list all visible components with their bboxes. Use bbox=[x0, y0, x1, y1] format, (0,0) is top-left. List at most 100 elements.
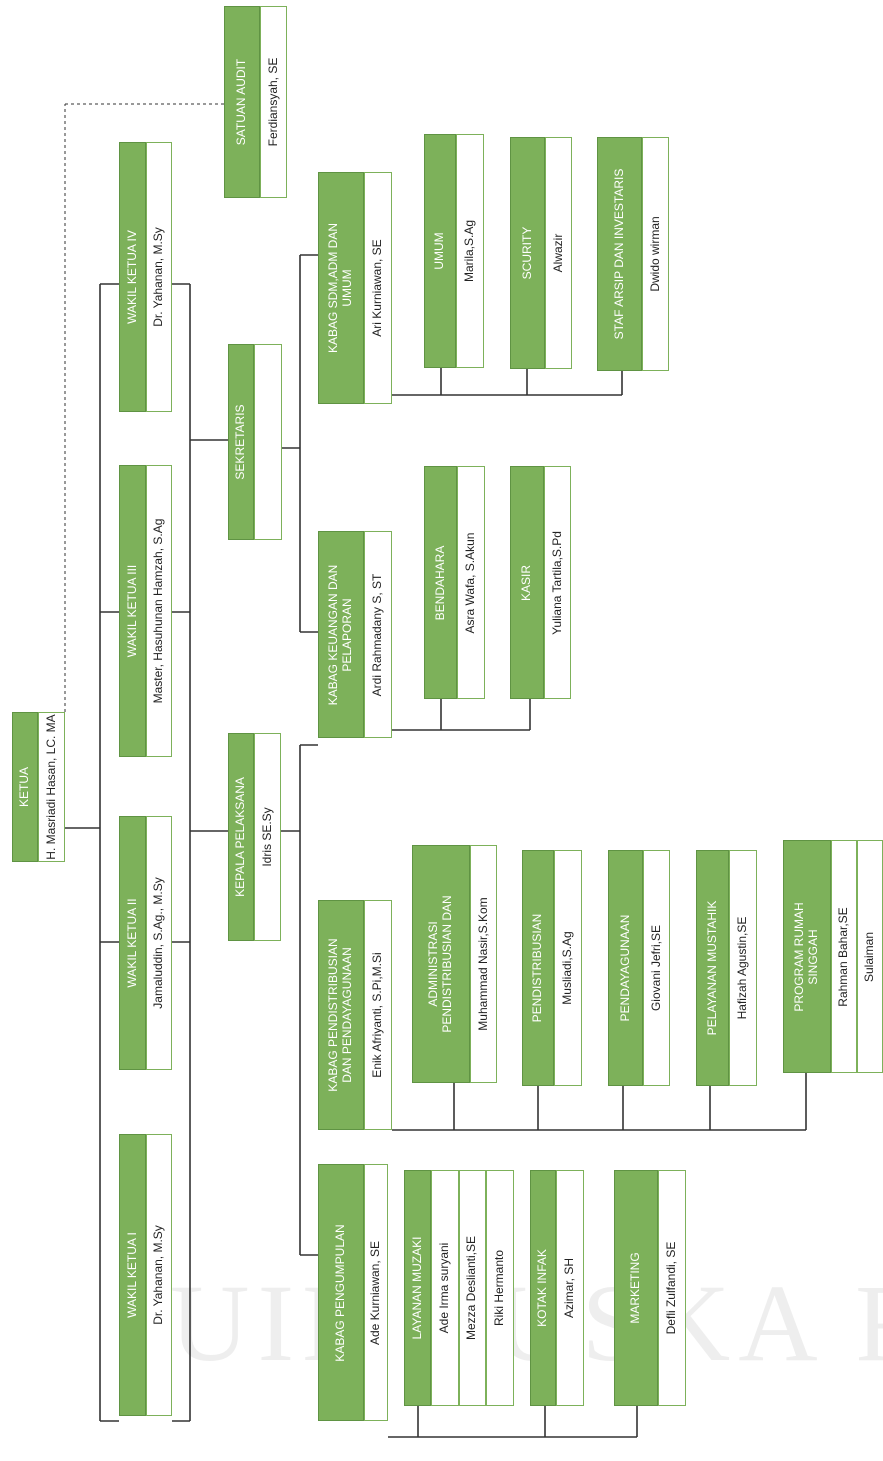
person-name: Hafizah Agustin,SE bbox=[729, 850, 757, 1086]
unit-title-text: PENDISTRIBUSIAN bbox=[530, 913, 545, 1023]
person-name: Ferdiansyah, SE bbox=[260, 6, 287, 198]
unit-title-text: KABAG PENGUMPULAN bbox=[333, 1223, 348, 1362]
staf-arsip-box: STAF ARSIP DAN INVESTARIS Dwido wirman bbox=[597, 137, 669, 371]
unit-title-text: WAKIL KETUA III bbox=[124, 564, 139, 658]
satuan-audit-box: SATUAN AUDIT Ferdiansyah, SE bbox=[224, 6, 287, 198]
unit-title-text: MARKETING bbox=[628, 1252, 643, 1324]
person-name: Idris SE.Sy bbox=[254, 733, 281, 941]
unit-title: KEPALA PELAKSANA bbox=[228, 733, 254, 941]
unit-title: MARKETING bbox=[614, 1170, 658, 1406]
unit-title-text: WAKIL KETUA I bbox=[124, 1232, 139, 1318]
person-name-text: Dr. Yahanan, M.Sy bbox=[151, 1225, 166, 1325]
sekretaris-box: SEKRETARIS bbox=[228, 344, 282, 540]
unit-title: SCURITY bbox=[510, 137, 545, 369]
person-name: Dr. Yahanan, M.Sy bbox=[146, 1134, 172, 1416]
person-name: Azimar, SH bbox=[556, 1170, 584, 1406]
wakil-ketua-i-box: WAKIL KETUA I Dr. Yahanan, M.Sy bbox=[119, 1134, 172, 1416]
kepala-pelaksana-box: KEPALA PELAKSANA Idris SE.Sy bbox=[228, 733, 281, 941]
unit-title-text: SATUAN AUDIT bbox=[234, 58, 249, 146]
person-name: Musliadi,S.Ag bbox=[554, 850, 582, 1086]
unit-title-text: BENDAHARA bbox=[432, 545, 447, 620]
wakil-ketua-ii-box: WAKIL KETUA II Jamaluddin, S.Ag., M.Sy bbox=[119, 816, 172, 1070]
person-name: Dr. Yahanan, M.Sy bbox=[146, 142, 172, 412]
person-name-text: Rahman Bahar,SE bbox=[836, 906, 851, 1007]
unit-title: WAKIL KETUA III bbox=[119, 465, 146, 757]
person-name: Giovani Jefri,SE bbox=[643, 850, 670, 1086]
person-name-text: Defli Zulfandi, SE bbox=[664, 1241, 679, 1335]
unit-title: PENDAYAGUNAAN bbox=[608, 850, 643, 1086]
unit-title-text: KASIR bbox=[519, 564, 534, 601]
unit-title: KASIR bbox=[510, 466, 544, 699]
unit-title: SATUAN AUDIT bbox=[224, 6, 260, 198]
unit-title: WAKIL KETUA II bbox=[119, 816, 146, 1070]
unit-title-text: SCURITY bbox=[519, 226, 534, 280]
person-name-text: H. Masriadi Hasan, LC. MA bbox=[43, 714, 58, 860]
person-name-text: Yuliana Tartila,S.Pd bbox=[549, 530, 564, 635]
person-name-text: Giovani Jefri,SE bbox=[648, 924, 663, 1012]
person-name: Enik Afriyanti, S.Pi,M.Si bbox=[364, 900, 392, 1130]
person-name: Ari Kurniawan, SE bbox=[364, 172, 392, 404]
bendahara-box: BENDAHARA Asra Wafa, S.Akun bbox=[424, 466, 485, 699]
person-name-text: Riki Hermanto bbox=[492, 1249, 507, 1327]
unit-title-text: STAF ARSIP DAN INVESTARIS bbox=[611, 168, 626, 340]
person-name: Ade Kurniawan, SE bbox=[364, 1164, 388, 1421]
person-name: H. Masriadi Hasan, LC. MA bbox=[38, 712, 65, 862]
unit-title: STAF ARSIP DAN INVESTARIS bbox=[597, 137, 642, 371]
person-name-text: Alwazir bbox=[550, 233, 565, 273]
kotak-infak-box: KOTAK INFAK Azimar, SH bbox=[530, 1170, 584, 1406]
unit-title-text: WAKIL KETUA IV bbox=[124, 230, 139, 324]
person-name: Riki Hermanto bbox=[486, 1170, 514, 1406]
person-name bbox=[254, 344, 282, 540]
person-name-text: Jamaluddin, S.Ag., M.Sy bbox=[151, 877, 166, 1009]
person-name: Dwido wirman bbox=[642, 137, 669, 371]
unit-title: KABAG PENGUMPULAN bbox=[318, 1164, 364, 1421]
wakil-ketua-iii-box: WAKIL KETUA III Master, Hasuhunan Hamzah,… bbox=[119, 465, 172, 757]
marketing-box: MARKETING Defli Zulfandi, SE bbox=[614, 1170, 686, 1406]
person-name-text: Asra Wafa, S.Akun bbox=[463, 532, 478, 633]
pelayanan-mustahik-box: PELAYANAN MUSTAHIK Hafizah Agustin,SE bbox=[696, 850, 757, 1086]
unit-title: KOTAK INFAK bbox=[530, 1170, 556, 1406]
unit-title: LAYANAN MUZAKI bbox=[404, 1170, 431, 1406]
unit-title: KETUA bbox=[12, 712, 38, 862]
person-name-text: Dwido wirman bbox=[647, 216, 662, 292]
person-name: Asra Wafa, S.Akun bbox=[457, 466, 485, 699]
person-name: Mezza Deslianti,SE bbox=[458, 1170, 487, 1406]
person-name-text: Ari Kurniawan, SE bbox=[370, 239, 385, 337]
unit-title: BENDAHARA bbox=[424, 466, 457, 699]
unit-title-text: SEKRETARIS bbox=[233, 404, 248, 480]
person-name-text: Master, Hasuhunan Hamzah, S.Ag bbox=[151, 518, 166, 704]
unit-title-text: PELAYANAN MUSTAHIK bbox=[704, 900, 719, 1036]
person-name: Defli Zulfandi, SE bbox=[658, 1170, 686, 1406]
unit-title-text: KEPALA PELAKSANA bbox=[233, 777, 248, 897]
person-name-text: Azimar, SH bbox=[562, 1257, 577, 1319]
person-name: Master, Hasuhunan Hamzah, S.Ag bbox=[146, 465, 172, 757]
person-name-text: Musliadi,S.Ag bbox=[560, 931, 575, 1005]
person-name-text: Mezza Deslianti,SE bbox=[464, 1235, 479, 1341]
pendistribusian-box: PENDISTRIBUSIAN Musliadi,S.Ag bbox=[522, 850, 582, 1086]
person-name-text: Idris SE.Sy bbox=[259, 807, 274, 867]
person-name-text: Ade Irma suryani bbox=[436, 1242, 451, 1334]
person-name: Rahman Bahar,SE bbox=[831, 840, 857, 1073]
unit-title: PELAYANAN MUSTAHIK bbox=[696, 850, 729, 1086]
person-name-text: Muhammad Nasir,S.Kom bbox=[475, 897, 490, 1031]
unit-title-text: WAKIL KETUA II bbox=[124, 898, 139, 988]
person-name-text: Hafizah Agustin,SE bbox=[735, 916, 750, 1020]
unit-title-text: KOTAK INFAK bbox=[535, 1249, 550, 1327]
unit-title: WAKIL KETUA I bbox=[119, 1134, 146, 1416]
unit-title-text: UMUM bbox=[432, 232, 447, 270]
layanan-muzaki-box: LAYANAN MUZAKI Ade Irma suryani Mezza Desl… bbox=[404, 1170, 514, 1406]
unit-title: PENDISTRIBUSIAN bbox=[522, 850, 554, 1086]
person-name-text: Sulaiman bbox=[862, 931, 877, 982]
